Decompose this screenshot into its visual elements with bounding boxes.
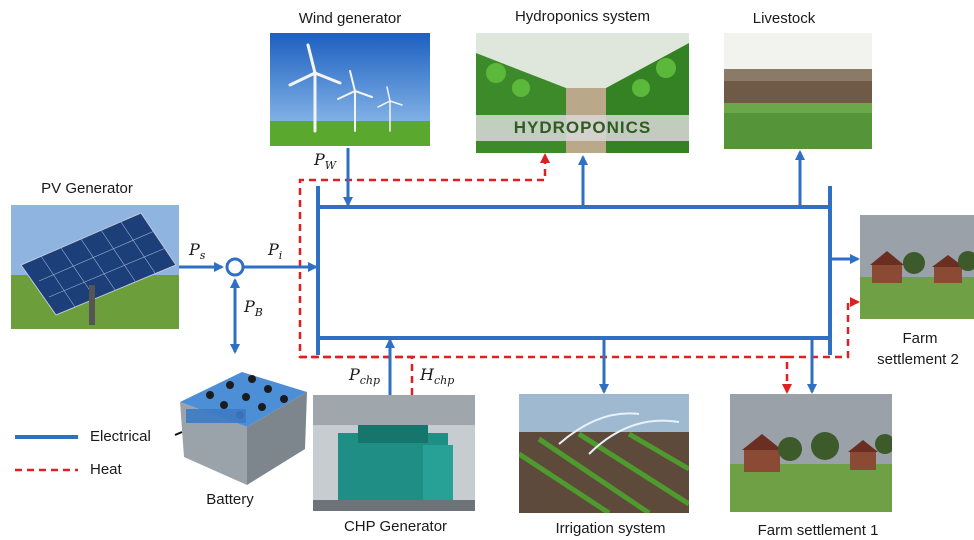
farmhouse-photo-2: [860, 215, 974, 319]
var-ps: Ps: [189, 240, 206, 263]
pv-label: PV Generator: [41, 180, 133, 197]
battery-label: Battery: [206, 491, 254, 508]
irrigation-photo: [519, 394, 689, 513]
junction-node: [225, 257, 245, 277]
heat-path-farm2: [787, 297, 860, 359]
livestock-label: Livestock: [752, 10, 816, 27]
livestock-photo: [724, 33, 872, 149]
battery-photo: [172, 357, 315, 487]
heat-path-hydro: [298, 153, 550, 395]
hydroponics-photo: HYDROPONICS: [476, 33, 689, 153]
chp-engine-photo: [313, 395, 475, 511]
var-pw: PW: [314, 150, 337, 173]
var-pb: PB: [244, 297, 263, 320]
farmhouse-photo: [730, 394, 892, 512]
var-pchp: Pchp: [349, 365, 381, 388]
wind-turbine-photo: [270, 33, 430, 146]
farm2-label-line1: Farm: [902, 330, 938, 347]
legend-heat-label: Heat: [90, 461, 122, 478]
farm1-label: Farm settlement 1: [757, 522, 879, 539]
var-hchp: Hchp: [420, 365, 455, 388]
hydro-label: Hydroponics system: [514, 8, 651, 25]
hydroponics-banner: HYDROPONICS: [513, 118, 652, 137]
wind-label: Wind generator: [298, 10, 402, 27]
legend-electrical-label: Electrical: [90, 428, 151, 445]
var-pi: Pi: [268, 240, 283, 263]
solar-panel-photo: [11, 205, 179, 329]
chp-label: CHP Generator: [343, 518, 448, 535]
irrigation-label: Irrigation system: [555, 520, 666, 537]
farm2-label-line2: settlement 2: [877, 351, 959, 368]
